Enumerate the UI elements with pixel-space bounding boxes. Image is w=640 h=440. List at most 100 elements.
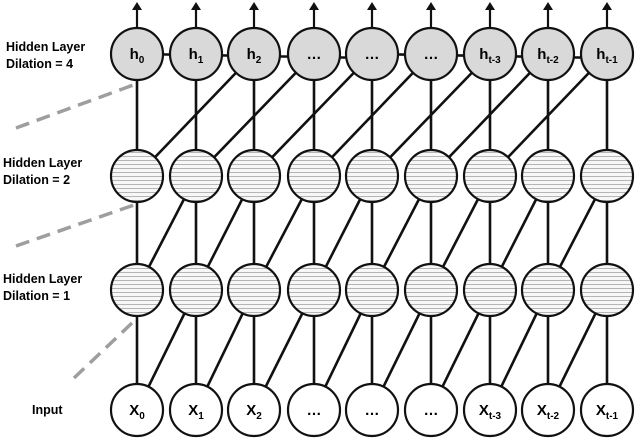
dashed-guide-3 xyxy=(72,321,134,380)
hidden1-node-circle xyxy=(109,262,165,318)
dashed-guide-1 xyxy=(15,82,137,130)
hidden2-node-circle xyxy=(344,148,400,204)
output-node-circle xyxy=(579,26,635,82)
output-node: ht-2 xyxy=(520,26,576,82)
hidden1-node-circle xyxy=(520,262,576,318)
input-node-circle xyxy=(344,382,400,438)
hidden2-node-circle xyxy=(226,148,282,204)
edge-h2-diag-out xyxy=(253,53,373,177)
dashed-guides xyxy=(15,82,137,380)
hidden2-node xyxy=(109,148,165,204)
output-node-label: ht-2 xyxy=(537,46,559,66)
arrow-head-icon xyxy=(309,2,319,10)
hidden2-node xyxy=(344,148,400,204)
edge-h2-diag-out xyxy=(136,53,255,177)
input-node-circle xyxy=(109,382,165,438)
arrow-head-icon xyxy=(249,2,259,10)
output-node-label: h0 xyxy=(130,46,145,66)
hidden1-node-circle xyxy=(403,262,459,318)
hidden1-node-circle xyxy=(344,262,400,318)
hidden4-label-line1: Hidden Layer xyxy=(6,40,85,54)
connections xyxy=(135,52,609,411)
hidden1-node xyxy=(403,262,459,318)
input-node: … xyxy=(403,382,459,438)
hidden2-node-circle xyxy=(168,148,224,204)
input-node-circle xyxy=(579,382,635,438)
input-node-circle xyxy=(168,382,224,438)
arrow-head-icon xyxy=(602,2,612,10)
hidden1-node xyxy=(168,262,224,318)
edge-h2-diag-out xyxy=(489,53,608,177)
input-node-circle xyxy=(286,382,342,438)
layer-label-hidden-dilation-4: Hidden Layer Dilation = 4 xyxy=(6,40,85,71)
input-node-label: Xt-2 xyxy=(537,402,560,422)
hidden2-node-circle xyxy=(403,148,459,204)
hidden1-node xyxy=(520,262,576,318)
hidden2-label-line2: Dilation = 2 xyxy=(3,173,70,187)
input-node-circle xyxy=(226,382,282,438)
layer-label-hidden-dilation-1: Hidden Layer Dilation = 1 xyxy=(3,272,82,303)
output-node-label: h2 xyxy=(247,46,262,66)
input-node: … xyxy=(344,382,400,438)
arrow-head-icon xyxy=(543,2,553,10)
hidden2-node-circle xyxy=(579,148,635,204)
input-node: Xt-3 xyxy=(462,382,518,438)
output-node-circle xyxy=(462,26,518,82)
hidden2-node xyxy=(403,148,459,204)
edge-h2-diag-out xyxy=(313,53,432,177)
output-arrows xyxy=(132,2,612,28)
input-node-circle xyxy=(403,382,459,438)
output-node: … xyxy=(344,26,400,82)
arrow-head-icon xyxy=(426,2,436,10)
arrow-head-icon xyxy=(191,2,201,10)
output-node-label: … xyxy=(424,46,439,63)
input-node-label: X0 xyxy=(129,402,145,422)
input-node-label: … xyxy=(365,402,380,419)
hidden2-label-line1: Hidden Layer xyxy=(3,156,82,170)
output-node-label: … xyxy=(365,46,380,63)
input-node: X0 xyxy=(109,382,165,438)
edge-h2-diag-out xyxy=(195,53,315,177)
hidden1-node-circle xyxy=(579,262,635,318)
hidden2-node-circle xyxy=(462,148,518,204)
hidden1-node xyxy=(286,262,342,318)
input-node: Xt-1 xyxy=(579,382,635,438)
hidden1-node-circle xyxy=(226,262,282,318)
input-node-label: Xt-3 xyxy=(479,402,502,422)
hidden1-node xyxy=(226,262,282,318)
hidden2-node xyxy=(462,148,518,204)
hidden2-node xyxy=(168,148,224,204)
output-node: h1 xyxy=(168,26,224,82)
hidden2-node xyxy=(520,148,576,204)
output-node-circle xyxy=(226,26,282,82)
hidden2-node-circle xyxy=(520,148,576,204)
edge-h2-diag-out xyxy=(371,53,491,177)
dashed-guide-2 xyxy=(15,203,135,248)
input-node-circle xyxy=(520,382,576,438)
layer-label-input: Input xyxy=(32,403,63,417)
output-node-circle xyxy=(403,26,459,82)
output-node-circle xyxy=(286,26,342,82)
input-node-label: Xt-1 xyxy=(596,402,619,422)
hidden2-node xyxy=(226,148,282,204)
hidden1-label-line2: Dilation = 1 xyxy=(3,289,70,303)
hidden1-node-circle xyxy=(168,262,224,318)
hidden1-node-circle xyxy=(462,262,518,318)
output-node-circle xyxy=(344,26,400,82)
input-node-label: … xyxy=(307,402,322,419)
output-node-label: h1 xyxy=(189,46,204,66)
arrow-head-icon xyxy=(485,2,495,10)
input-node: Xt-2 xyxy=(520,382,576,438)
hidden1-node xyxy=(579,262,635,318)
hidden4-label-line2: Dilation = 4 xyxy=(6,57,73,71)
output-node-label: … xyxy=(307,46,322,63)
input-node-label: … xyxy=(424,402,439,419)
output-node: ht-3 xyxy=(462,26,518,82)
hidden2-node xyxy=(286,148,342,204)
output-node: h2 xyxy=(226,26,282,82)
arrow-head-icon xyxy=(132,2,142,10)
hidden1-label-line1: Hidden Layer xyxy=(3,272,82,286)
edge-h2-diag-out xyxy=(430,53,549,177)
hidden2-node xyxy=(579,148,635,204)
